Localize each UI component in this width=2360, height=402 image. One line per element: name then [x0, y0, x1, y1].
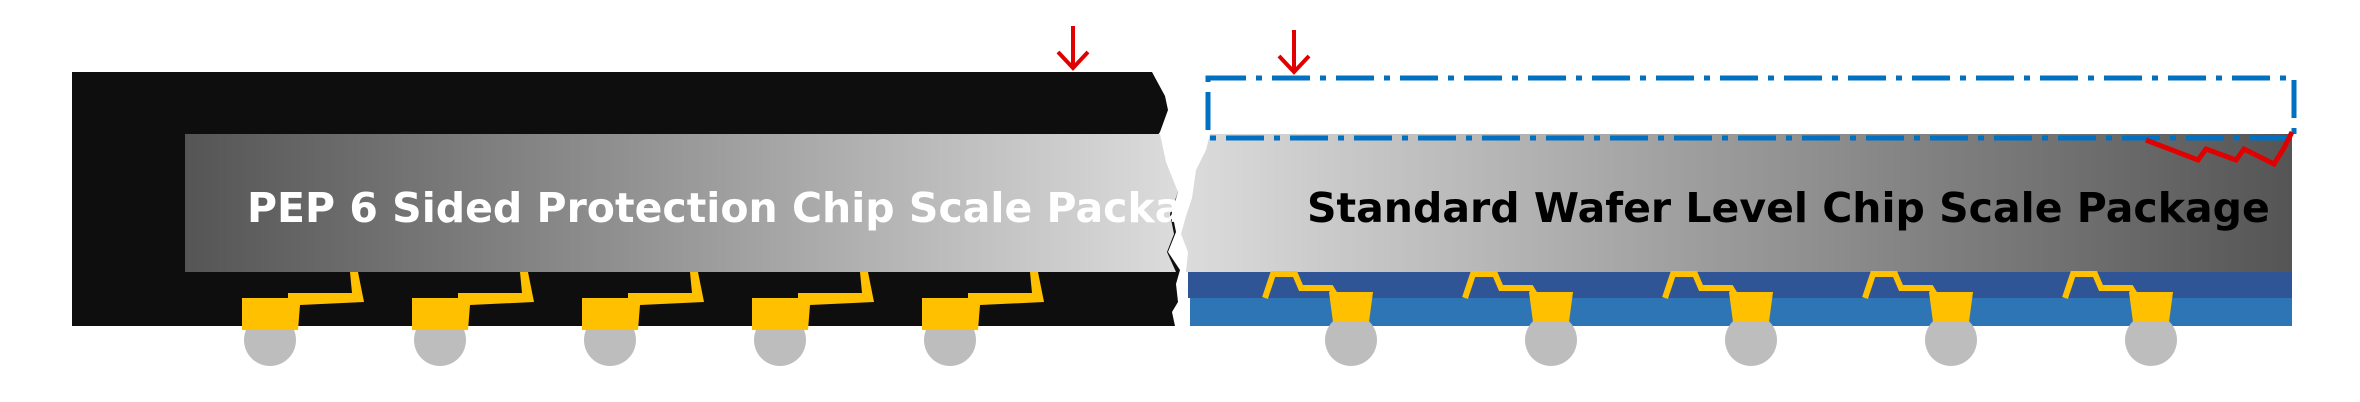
ubm-pad [1929, 292, 1973, 322]
wlcsp-package-label: Standard Wafer Level Chip Scale Package [1307, 184, 2270, 232]
wlcsp-bump [2062, 271, 2177, 366]
redistribution-trace [2062, 271, 2140, 300]
wlcsp-crack-line [2145, 130, 2295, 168]
ubm-pad [1729, 292, 1773, 322]
wlcsp-bump [1662, 271, 1777, 366]
redistribution-pad [242, 272, 364, 330]
redistribution-trace [1462, 271, 1540, 300]
pep-die [185, 134, 1178, 272]
redistribution-trace [1662, 271, 1740, 300]
pep-package: PEP 6 Sided Protection Chip Scale Packag… [72, 26, 1240, 366]
wlcsp-package: Standard Wafer Level Chip Scale Package [1181, 30, 2297, 366]
wlcsp-bumps [1262, 271, 2177, 366]
redistribution-trace [1262, 271, 1340, 300]
ubm-pad [1529, 292, 1573, 322]
solder-ball [2125, 314, 2177, 366]
pep-bumps [242, 272, 1044, 366]
pep-bump [752, 272, 874, 366]
pep-bump [582, 272, 704, 366]
pep-arrow [1056, 26, 1090, 71]
ubm-pad [2129, 292, 2173, 322]
pep-bump [412, 272, 534, 366]
wlcsp-bump [1462, 271, 1577, 366]
solder-ball [1525, 314, 1577, 366]
ubm-pad [1329, 292, 1373, 322]
solder-ball [1925, 314, 1977, 366]
redistribution-pad [922, 272, 1044, 330]
wlcsp-missing-encapsulant-outline [1205, 75, 2297, 141]
solder-ball [1725, 314, 1777, 366]
wlcsp-bump [1862, 271, 1977, 366]
redistribution-pad [752, 272, 874, 330]
redistribution-pad [412, 272, 534, 330]
wlcsp-bump [1262, 271, 1377, 366]
solder-ball [1325, 314, 1377, 366]
pep-package-label: PEP 6 Sided Protection Chip Scale Packag… [247, 184, 1240, 232]
redistribution-pad [582, 272, 704, 330]
redistribution-trace [1862, 271, 1940, 300]
wlcsp-die [1181, 134, 2292, 272]
pep-bump [242, 272, 364, 366]
wlcsp-arrow [1277, 30, 1311, 75]
pep-bump [922, 272, 1044, 366]
